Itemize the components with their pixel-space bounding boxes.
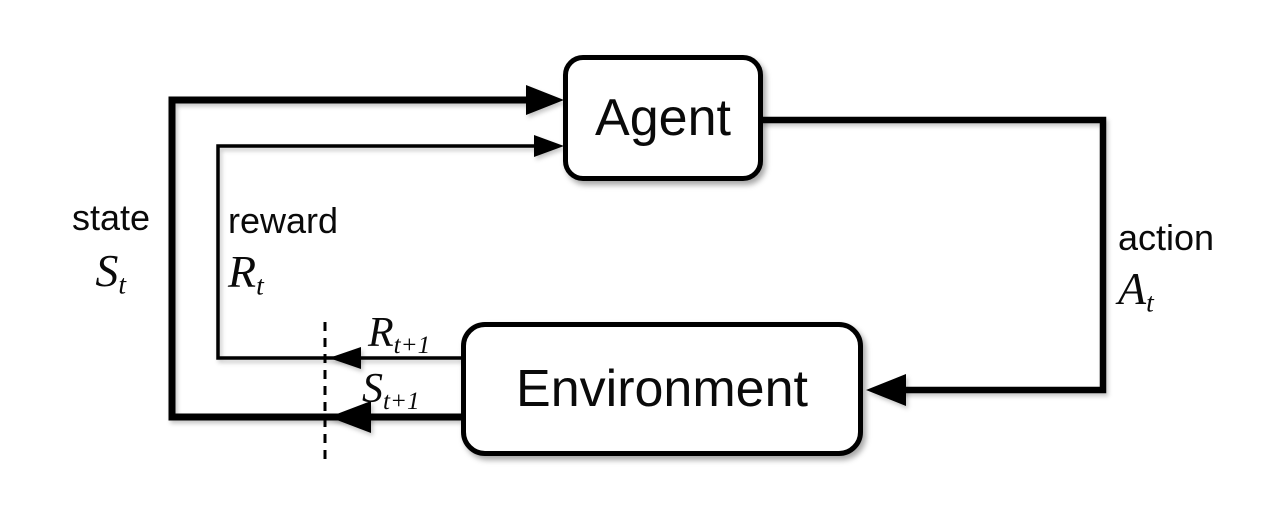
next-reward-subscript: t+1	[393, 332, 431, 360]
state-arrowhead-into-agent-icon	[526, 85, 564, 115]
action-arrowhead-into-environment-icon	[866, 374, 906, 406]
environment-box-label: Environment	[516, 360, 808, 418]
state-word: state	[71, 197, 151, 238]
next-reward-arrowhead-icon	[329, 347, 361, 369]
reward-label-group: reward Rt	[228, 200, 339, 301]
agent-box: Agent	[563, 55, 763, 181]
state-symbol-subscript: t	[118, 268, 127, 300]
state-wire	[168, 96, 540, 421]
reward-arrowhead-into-agent-icon	[534, 135, 564, 157]
state-symbol: St	[95, 245, 127, 300]
agent-box-label: Agent	[595, 89, 731, 147]
reward-word: reward	[228, 200, 339, 241]
action-wire	[760, 116, 1107, 394]
action-symbol: At	[1118, 263, 1155, 318]
reward-symbol-subscript: t	[256, 269, 265, 301]
action-symbol-subscript: t	[1146, 286, 1155, 318]
action-label-group: action At	[1118, 217, 1215, 318]
action-word: action	[1118, 217, 1215, 258]
next-state-symbol: St+1	[362, 366, 420, 416]
state-label-group: state St	[56, 197, 166, 300]
next-reward-symbol: Rt+1	[368, 310, 431, 360]
reward-symbol: Rt	[228, 246, 265, 301]
next-state-arrowhead-icon	[329, 401, 371, 433]
next-state-subscript: t+1	[383, 388, 420, 416]
environment-box: Environment	[461, 322, 863, 456]
